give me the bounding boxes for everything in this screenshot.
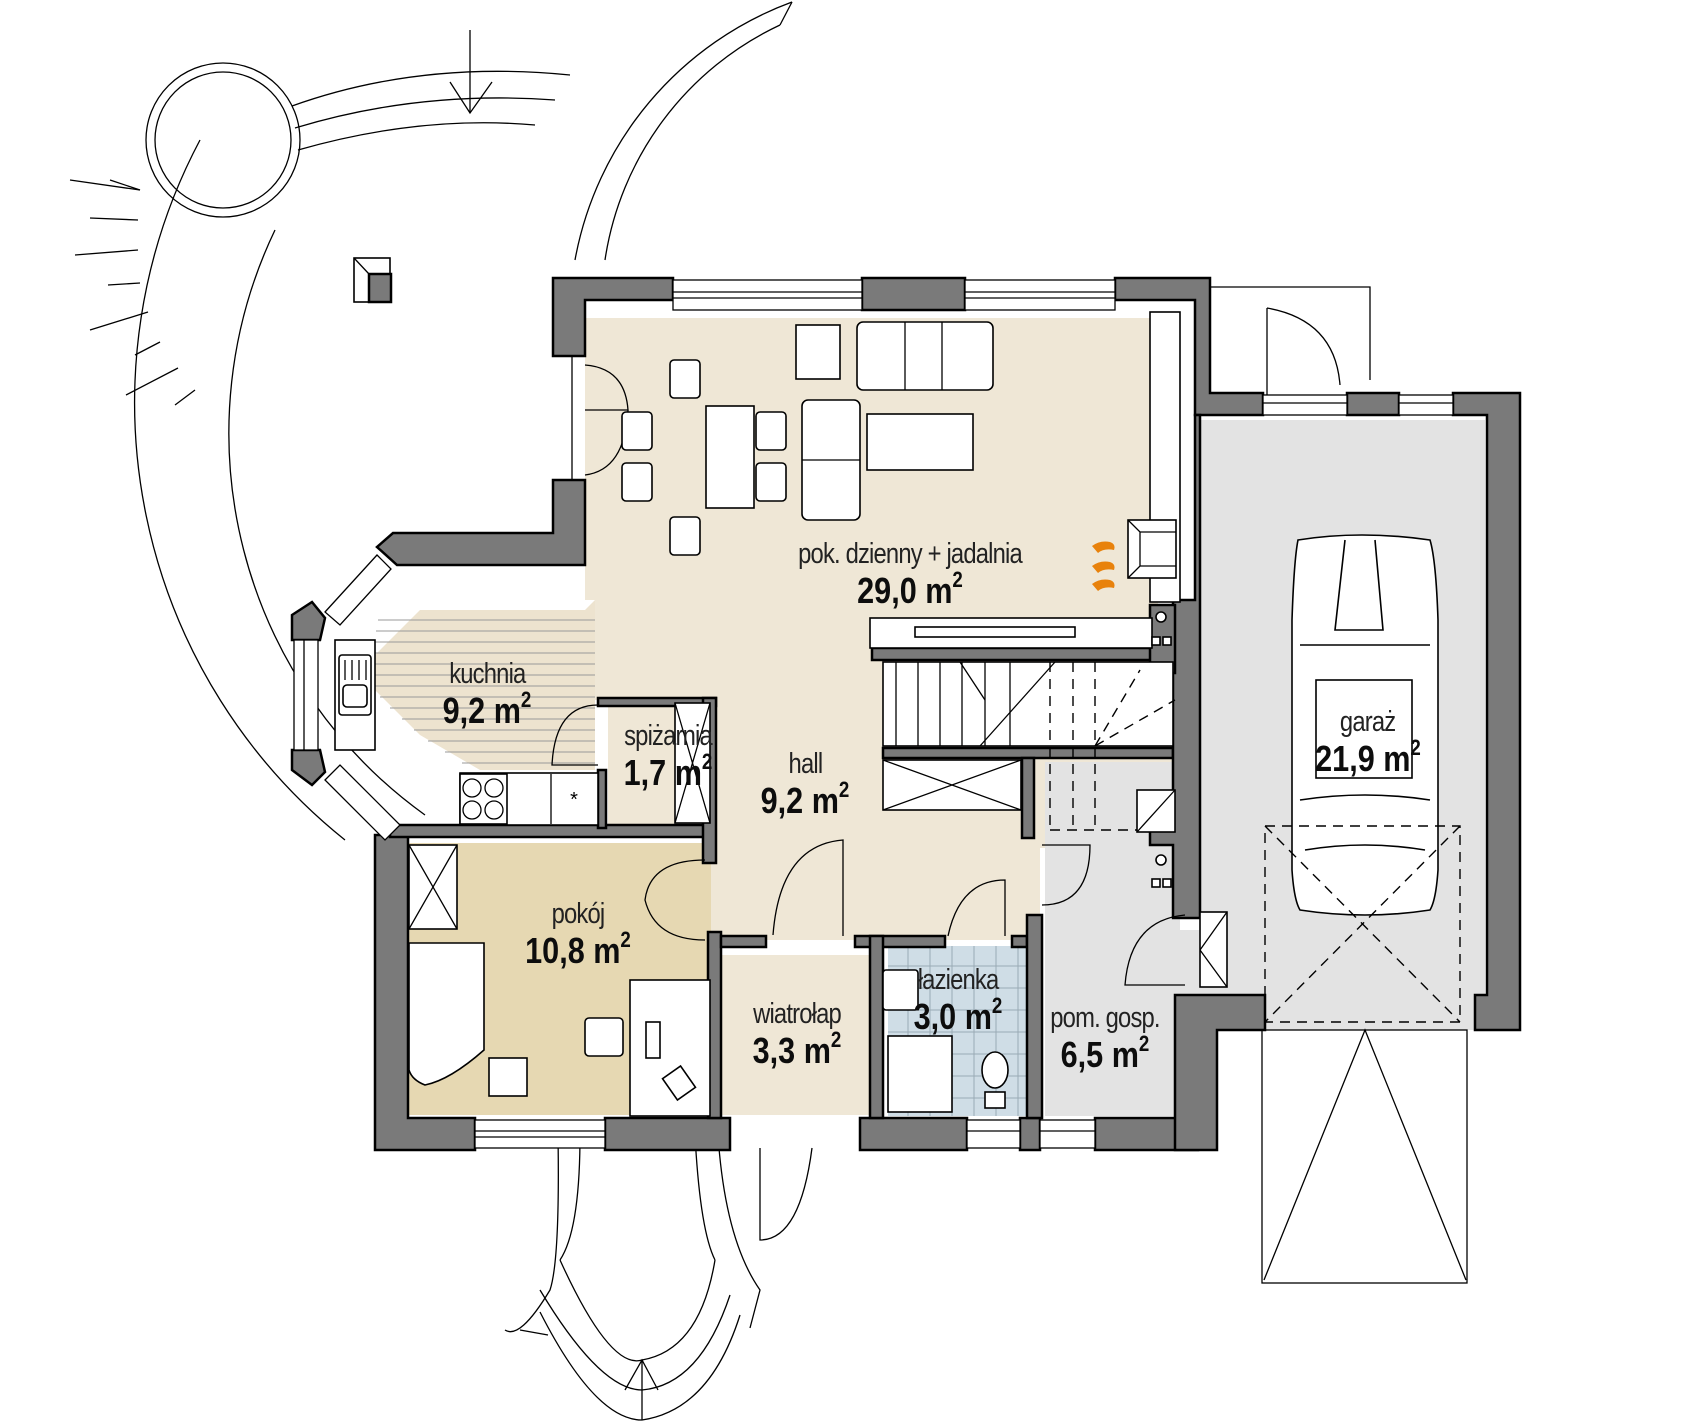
cabinet-wall (869, 311, 1181, 888)
room-name: wiatrołap (753, 998, 842, 1030)
room-area: 9,2 m2 (760, 777, 850, 821)
room-label-hall: hall 9,2 m2 (753, 750, 857, 819)
room-label-vestibule: wiatrołap 3,3 m2 (743, 1000, 850, 1069)
room-furniture (408, 844, 711, 1117)
room-label-garage: garaż 21,9 m2 (1306, 708, 1430, 777)
room-label-room: pokój 10,8 m2 (516, 900, 640, 969)
garage-side-door (1210, 286, 1371, 395)
room-label-kitchen: kuchnia 9,2 m2 (435, 660, 539, 729)
room-name: kuchnia (448, 658, 526, 690)
kitchen-fixtures: * (334, 639, 711, 826)
room-label-living: pok. dzienny + jadalnia 29,0 m2 (774, 540, 1047, 609)
room-area: 6,5 m2 (1060, 1031, 1150, 1075)
room-area: 3,0 m2 (913, 993, 1003, 1037)
kitchen-hatch (375, 619, 595, 764)
room-label-utility: pom. gosp. 6,5 m2 (1038, 1004, 1171, 1073)
room-area: 1,7 m2 (623, 749, 713, 793)
room-name: pom. gosp. (1050, 1002, 1160, 1034)
utility-floor (1045, 762, 1200, 1116)
bathroom-fixtures (882, 969, 1009, 1113)
terrace-outline (69, 1, 793, 841)
room-name: garaż (1340, 706, 1396, 738)
garage-door-swing (1264, 825, 1461, 1023)
vent-block (353, 257, 393, 304)
dining-set (621, 359, 787, 556)
room-name: hall (788, 748, 823, 780)
staircase (882, 661, 1228, 988)
room-area: 10,8 m2 (525, 927, 631, 971)
room-area: 3,3 m2 (752, 1027, 842, 1071)
room-area: 9,2 m2 (442, 687, 532, 731)
fireplace-flame-icon (1092, 541, 1115, 591)
doors (551, 364, 1186, 1241)
room-name: pok. dzienny + jadalnia (798, 538, 1023, 570)
windows (293, 279, 1454, 1149)
car-icon (1291, 534, 1439, 916)
room-name: łazienka (917, 964, 1000, 996)
room-area: 29,0 m2 (857, 567, 963, 611)
sofa-set (795, 321, 994, 521)
room-label-bathroom: łazienka 3,0 m2 (906, 966, 1010, 1035)
fridge-symbol: * (570, 789, 578, 811)
room-label-pantry: spiżarnia 1,7 m2 (614, 722, 721, 791)
driveway (1261, 1028, 1468, 1284)
room-name: pokój (551, 898, 606, 930)
room-area: 21,9 m2 (1315, 735, 1421, 779)
room-name: spiżarnia (624, 720, 713, 752)
front-steps (504, 1134, 761, 1421)
vestibule-floor (722, 955, 870, 1115)
